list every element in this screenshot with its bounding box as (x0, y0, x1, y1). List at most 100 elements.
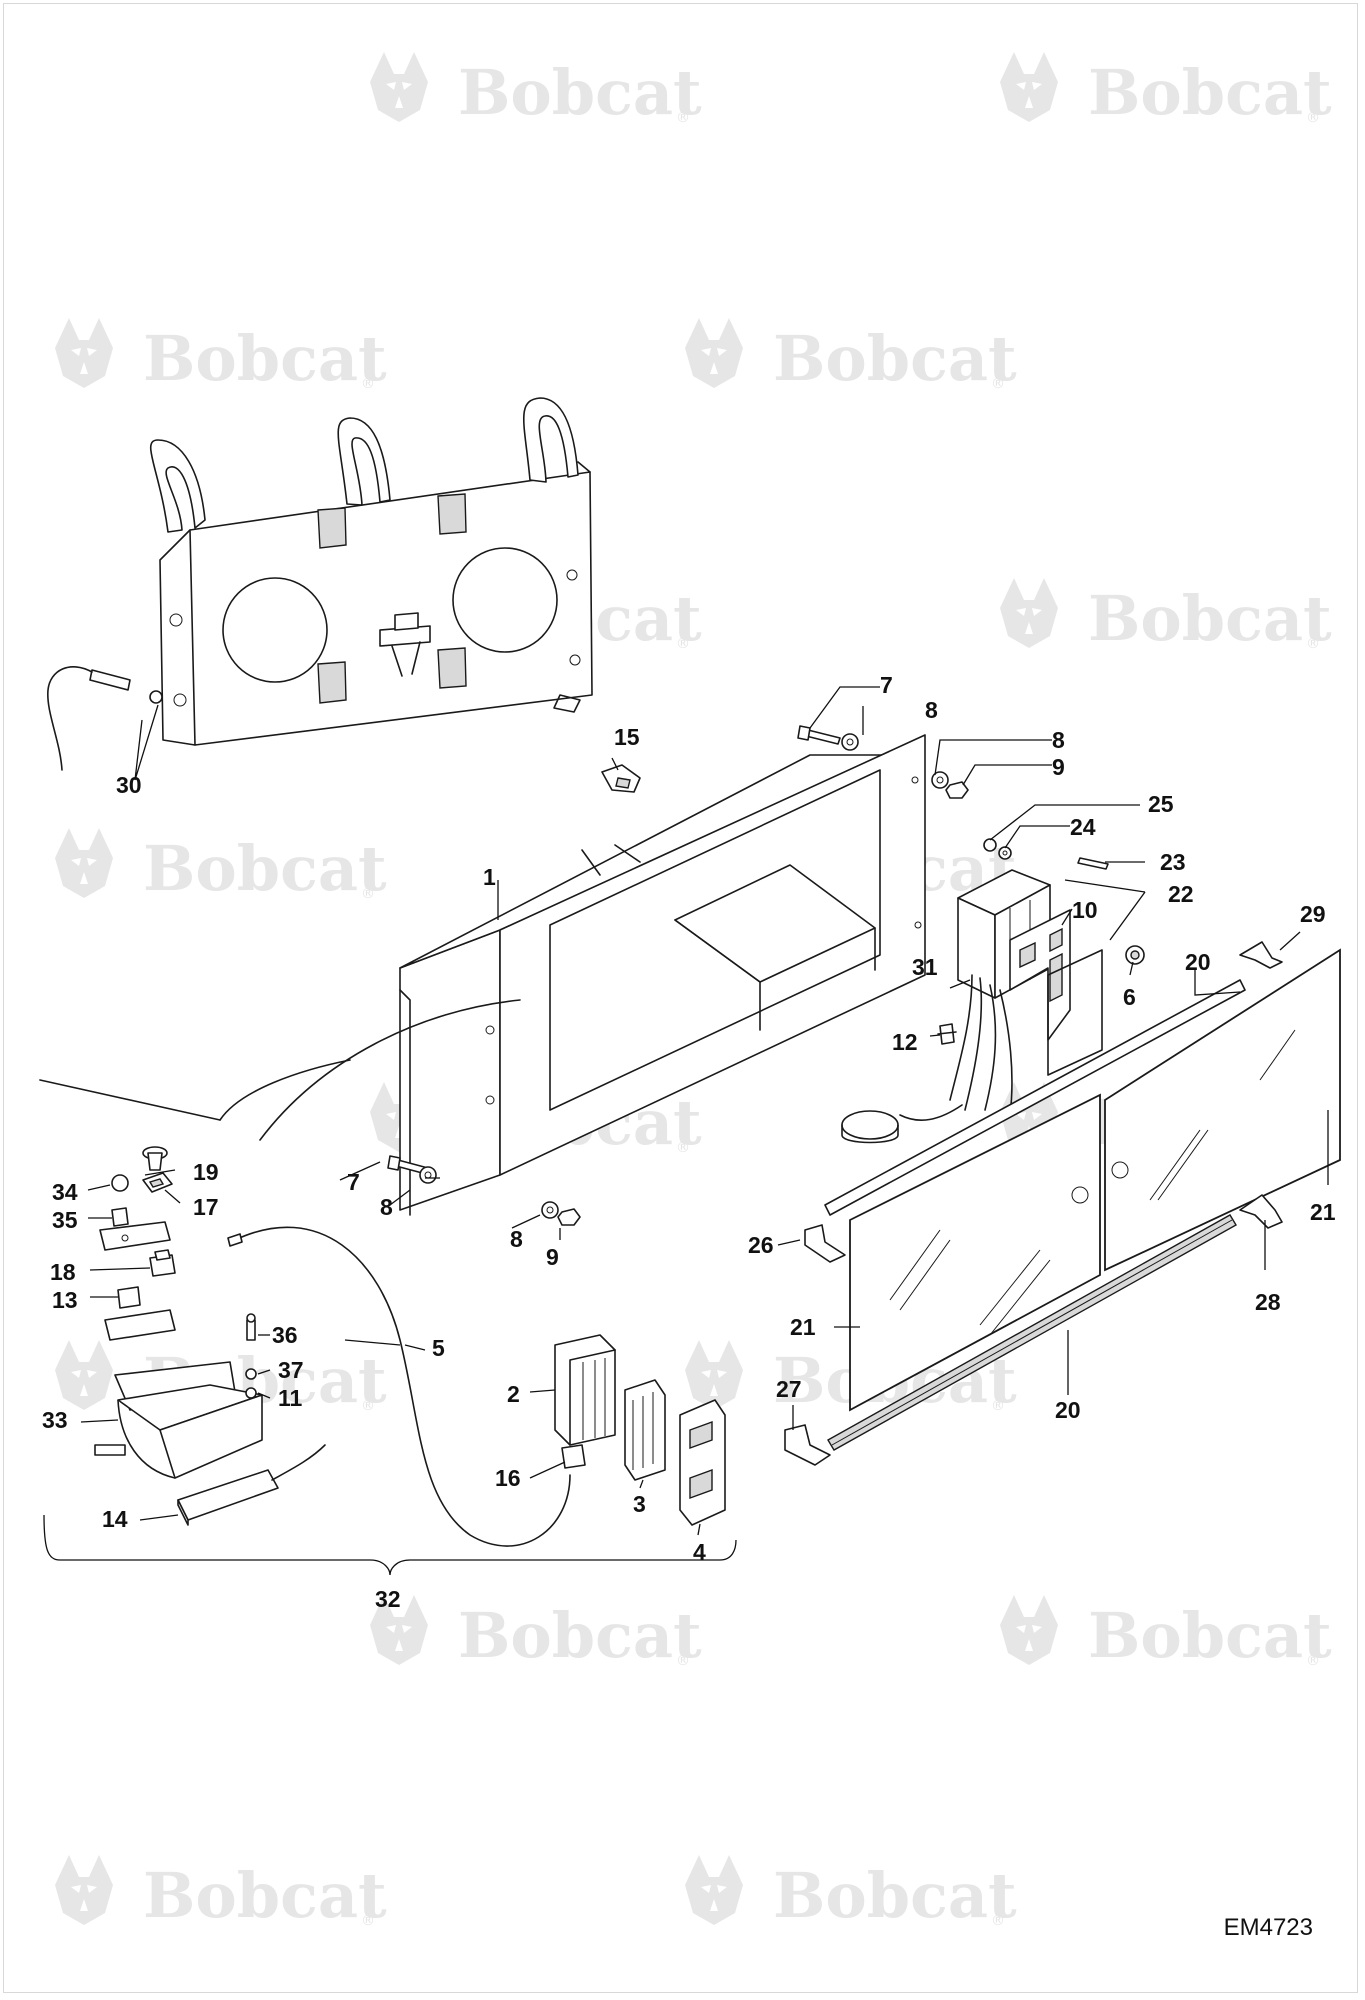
seal-strip-upper (824, 979, 1246, 1216)
bolt-lower (387, 1155, 429, 1175)
cable-harness (841, 974, 1013, 1144)
knob-34 (111, 1174, 129, 1192)
nut-25 (983, 838, 997, 852)
svg-text:®: ® (1306, 636, 1320, 652)
washer-right (931, 771, 949, 789)
washer-upper (841, 733, 859, 751)
callout-20: 20 (1055, 1397, 1081, 1423)
callout-27: 27 (776, 1376, 802, 1402)
mounting-frame (47, 397, 593, 771)
svg-text:®: ® (361, 886, 375, 902)
callout-36: 36 (272, 1322, 298, 1348)
callouts: 1 7 8 8 9 25 24 23 22 10 29 20 31 6 12 1… (42, 672, 1336, 1612)
fitting-12 (937, 1023, 957, 1045)
bracket-29 (1239, 941, 1283, 969)
svg-text:®: ® (361, 1913, 375, 1929)
watermark: Bobcat® (370, 52, 702, 129)
svg-text:®: ® (1306, 110, 1320, 126)
watermark: Bobcat® (1000, 578, 1332, 655)
main-housing (399, 734, 926, 1216)
callout-31: 31 (912, 954, 938, 980)
callout-20: 20 (1185, 949, 1211, 975)
svg-text:Bobcat: Bobcat (1088, 56, 1332, 129)
pad-upper (99, 1221, 171, 1251)
callout-16: 16 (495, 1465, 521, 1491)
knob-35 (111, 1207, 129, 1227)
svg-text:®: ® (676, 110, 690, 126)
nut-lower (557, 1208, 581, 1226)
svg-text:Bobcat: Bobcat (143, 322, 387, 395)
callout-26: 26 (748, 1232, 774, 1258)
callout-22: 22 (1168, 881, 1194, 907)
cabin-outline (39, 999, 521, 1141)
callout-35: 35 (52, 1207, 78, 1233)
e-stop-button (142, 1146, 168, 1171)
callout-12: 12 (892, 1029, 918, 1055)
watermark: Bobcat® (55, 318, 387, 395)
bracket-27 (784, 1424, 831, 1466)
callout-7: 7 (347, 1169, 360, 1195)
switch-13 (117, 1286, 141, 1309)
svg-text:Bobcat: Bobcat (458, 56, 702, 129)
svg-text:Bobcat: Bobcat (143, 832, 387, 905)
callout-32: 32 (375, 1586, 401, 1612)
screw-36 (246, 1313, 256, 1341)
housing-2 (554, 1334, 616, 1446)
watermark: Bobcat® (1000, 52, 1332, 129)
callout-18: 18 (50, 1259, 76, 1285)
leader-lines (43, 686, 1329, 1576)
callout-15: 15 (614, 724, 640, 750)
svg-text:Bobcat: Bobcat (773, 1859, 1017, 1932)
callout-23: 23 (1160, 849, 1186, 875)
callout-37: 37 (278, 1357, 304, 1383)
washer-37 (245, 1368, 257, 1380)
callout-33: 33 (42, 1407, 68, 1433)
cable-5 (234, 1226, 571, 1547)
watermark: Bobcat® (370, 1595, 702, 1672)
callout-21: 21 (790, 1314, 816, 1340)
callout-34: 34 (52, 1179, 78, 1205)
svg-text:Bobcat: Bobcat (143, 1859, 387, 1932)
callout-8: 8 (1052, 727, 1065, 753)
bolt-upper (797, 725, 841, 745)
callout-14: 14 (102, 1506, 128, 1532)
callout-13: 13 (52, 1287, 78, 1313)
pad-lower (104, 1309, 176, 1341)
svg-text:®: ® (361, 376, 375, 392)
svg-text:®: ® (991, 376, 1005, 392)
svg-text:®: ® (676, 1140, 690, 1156)
callout-4: 4 (693, 1539, 706, 1565)
insert-3 (624, 1379, 666, 1481)
callout-8: 8 (925, 697, 938, 723)
cable-end (227, 1233, 243, 1247)
bracket-26 (804, 1224, 846, 1263)
watermark: Bobcat® (55, 1855, 387, 1932)
switch-18 (149, 1249, 176, 1277)
glass-panel-upper (1104, 948, 1341, 1272)
washer-lower-right (541, 1201, 559, 1219)
seal-strip-lower (827, 1214, 1237, 1451)
clip-15 (601, 764, 641, 793)
washer-lower (419, 1166, 437, 1184)
callout-7: 7 (880, 672, 893, 698)
limit-switch-14 (177, 1444, 326, 1526)
bracket-28 (1239, 1194, 1283, 1229)
svg-text:Bobcat: Bobcat (773, 322, 1017, 395)
svg-text:®: ® (1306, 1653, 1320, 1669)
screw-23 (1077, 857, 1109, 870)
callout-25: 25 (1148, 791, 1174, 817)
watermark: Bobcat® (685, 318, 1017, 395)
glass-panel-lower (849, 1093, 1101, 1412)
callout-1: 1 (483, 864, 496, 890)
callout-9: 9 (1052, 754, 1065, 780)
callout-19: 19 (193, 1159, 219, 1185)
callout-2: 2 (507, 1381, 520, 1407)
callout-5: 5 (432, 1335, 445, 1361)
callout-17: 17 (193, 1194, 219, 1220)
watermark: Bobcat® (685, 1855, 1017, 1932)
nut-11 (245, 1387, 257, 1399)
callout-30: 30 (116, 772, 142, 798)
svg-text:®: ® (991, 1398, 1005, 1414)
grommet-6 (1125, 945, 1145, 965)
